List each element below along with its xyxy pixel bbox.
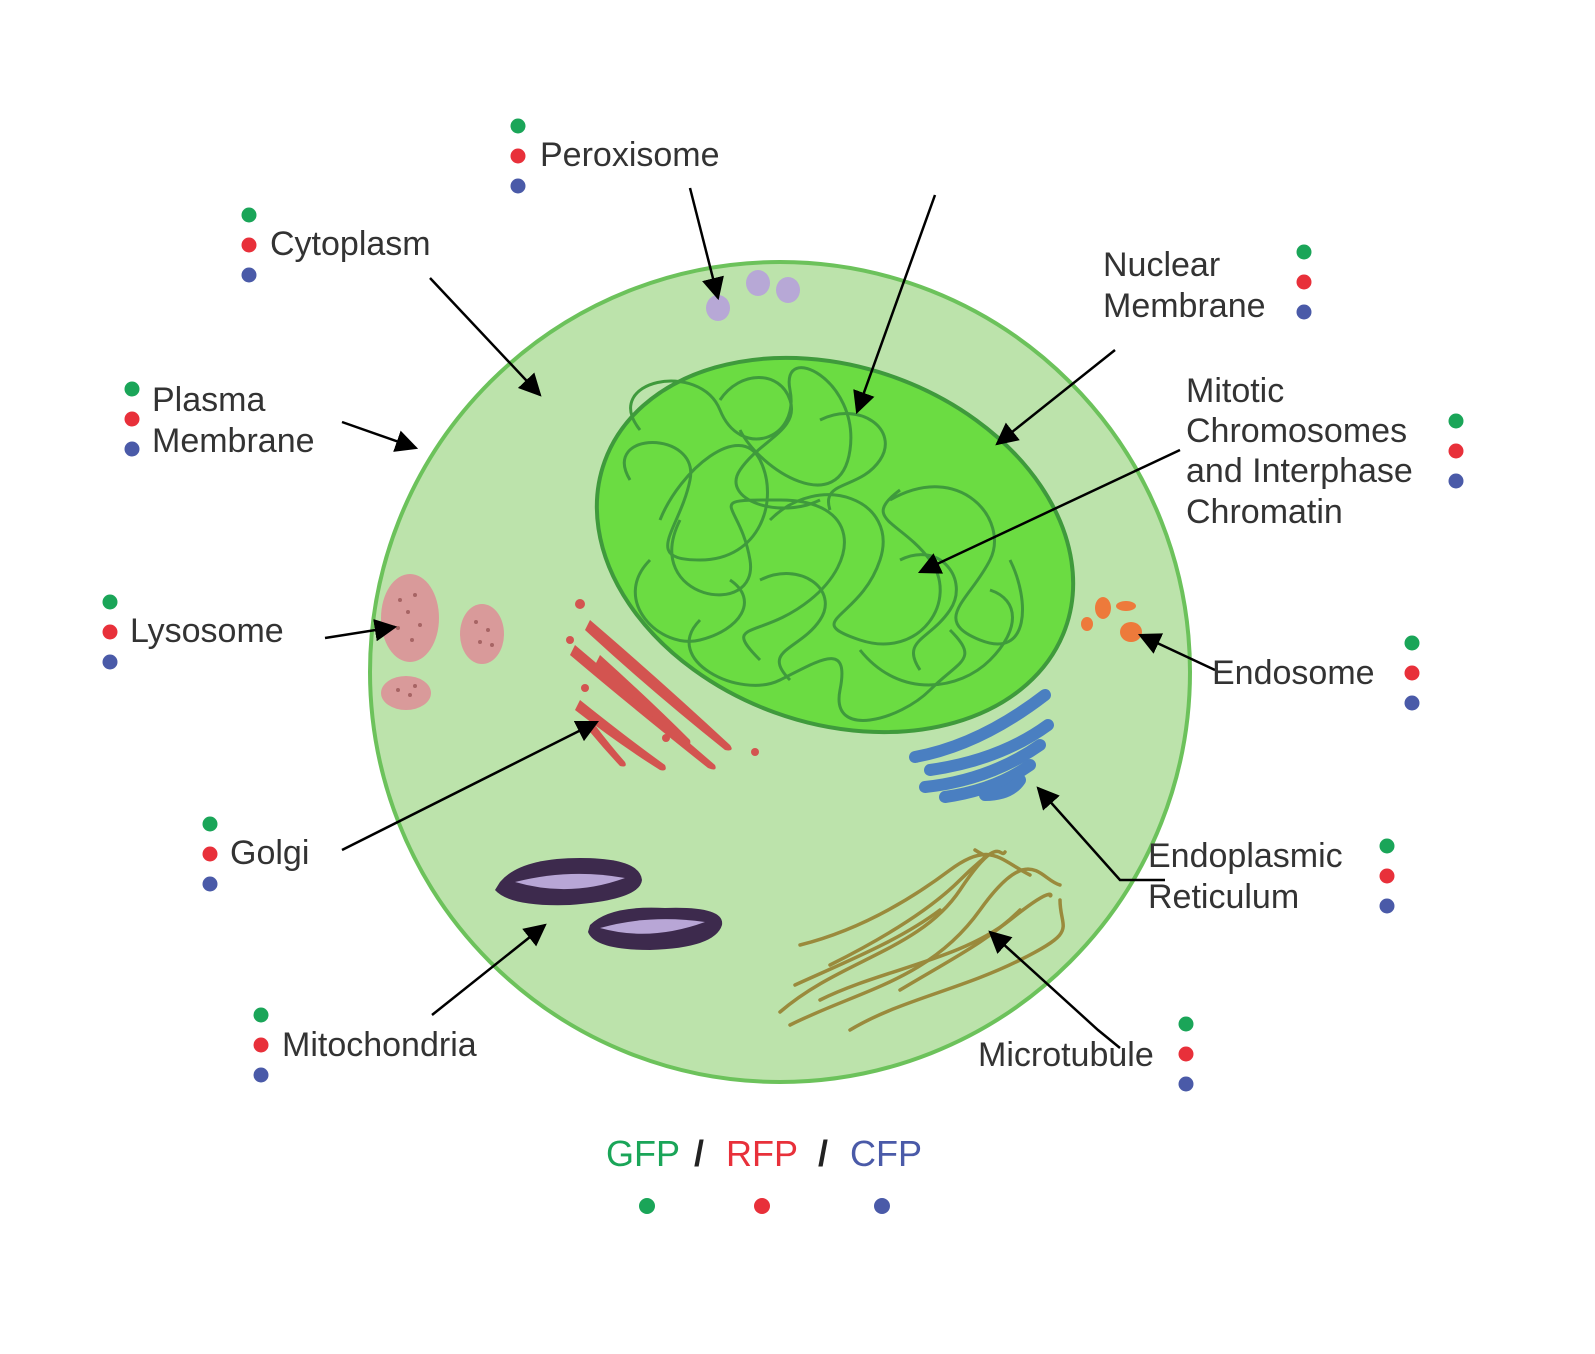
label-er-2: Reticulum bbox=[1148, 878, 1299, 916]
golgi bbox=[566, 599, 759, 771]
label-microtubule: Microtubule bbox=[978, 1036, 1154, 1074]
arrow-nuclear-membrane bbox=[995, 349, 1116, 446]
marker-dot-golgi-gfp bbox=[202, 816, 218, 832]
arrow-er bbox=[1036, 786, 1165, 882]
arrow-microtubule bbox=[988, 930, 1121, 1049]
label-mitochondria: Mitochondria bbox=[282, 1026, 477, 1064]
marker-dot-cytoplasm-cfp bbox=[241, 267, 257, 283]
label-golgi: Golgi bbox=[230, 834, 309, 872]
legend-gfp: GFP bbox=[606, 1133, 680, 1174]
legend-rfp: RFP bbox=[726, 1133, 798, 1174]
arrows bbox=[324, 187, 1216, 1049]
marker-dot-chromatin-rfp bbox=[1448, 443, 1464, 459]
arrow-peroxisome bbox=[688, 187, 724, 301]
legend-dot-rfp bbox=[754, 1198, 770, 1214]
marker-dot-chromatin-cfp bbox=[1448, 473, 1464, 489]
marker-dot-lysosome-gfp bbox=[102, 594, 118, 610]
lysosomes bbox=[381, 574, 504, 710]
legend: GFP / RFP / CFP bbox=[606, 1133, 922, 1214]
microtubules bbox=[778, 848, 1065, 1032]
marker-dot-nuclear-membrane-cfp bbox=[1296, 304, 1312, 320]
marker-dot-peroxisome-rfp bbox=[510, 148, 526, 164]
label-plasma-membrane-1: Plasma bbox=[152, 381, 265, 419]
label-er-1: Endoplasmic bbox=[1148, 837, 1343, 875]
marker-dot-lysosome-rfp bbox=[102, 624, 118, 640]
fluorescent-marker-dots bbox=[102, 118, 1464, 1092]
legend-dot-gfp bbox=[639, 1198, 655, 1214]
endosomes bbox=[1081, 597, 1142, 642]
marker-dot-plasma-membrane-rfp bbox=[124, 411, 140, 427]
label-nuclear-membrane-2: Membrane bbox=[1103, 287, 1266, 325]
mitochondria bbox=[495, 858, 723, 950]
legend-dot-cfp bbox=[874, 1198, 890, 1214]
arrow-golgi bbox=[341, 720, 600, 852]
arrow-plasma-membrane bbox=[341, 420, 419, 452]
marker-dot-mitochondria-gfp bbox=[253, 1007, 269, 1023]
peroxisome-2 bbox=[746, 270, 770, 296]
marker-dot-plasma-membrane-cfp bbox=[124, 441, 140, 457]
marker-dot-endosome-gfp bbox=[1404, 635, 1420, 651]
marker-dot-mitochondria-cfp bbox=[253, 1067, 269, 1083]
label-chromatin-1: Mitotic bbox=[1186, 372, 1284, 410]
arrow-mitochondria bbox=[431, 923, 547, 1016]
peroxisome-1 bbox=[706, 295, 730, 321]
marker-dot-er-rfp bbox=[1379, 868, 1395, 884]
marker-dot-plasma-membrane-gfp bbox=[124, 381, 140, 397]
marker-dot-lysosome-cfp bbox=[102, 654, 118, 670]
marker-dot-microtubule-rfp bbox=[1178, 1046, 1194, 1062]
marker-dot-nuclear-membrane-rfp bbox=[1296, 274, 1312, 290]
endoplasmic-reticulum bbox=[909, 689, 1054, 803]
marker-dot-golgi-rfp bbox=[202, 846, 218, 862]
label-nuclear-membrane-1: Nuclear bbox=[1103, 246, 1220, 284]
legend-separator-1: / bbox=[694, 1133, 704, 1174]
label-cytoplasm: Cytoplasm bbox=[270, 225, 431, 263]
marker-dot-mitochondria-rfp bbox=[253, 1037, 269, 1053]
marker-dot-golgi-cfp bbox=[202, 876, 218, 892]
peroxisome-3 bbox=[776, 277, 800, 303]
marker-dot-er-cfp bbox=[1379, 898, 1395, 914]
label-plasma-membrane-2: Membrane bbox=[152, 422, 315, 460]
marker-dot-nuclear-membrane-gfp bbox=[1296, 244, 1312, 260]
label-chromatin-3: and Interphase bbox=[1186, 452, 1413, 490]
marker-dot-cytoplasm-gfp bbox=[241, 207, 257, 223]
legend-cfp: CFP bbox=[850, 1133, 922, 1174]
label-endosome: Endosome bbox=[1212, 654, 1375, 692]
label-lysosome: Lysosome bbox=[130, 612, 284, 650]
marker-dot-peroxisome-gfp bbox=[510, 118, 526, 134]
arrow-lysosome bbox=[324, 619, 398, 642]
label-peroxisome: Peroxisome bbox=[540, 136, 720, 174]
marker-dot-cytoplasm-rfp bbox=[241, 237, 257, 253]
marker-dot-chromatin-gfp bbox=[1448, 413, 1464, 429]
label-chromatin-4: Chromatin bbox=[1186, 493, 1343, 531]
marker-dot-peroxisome-cfp bbox=[510, 178, 526, 194]
arrow-cytoplasm bbox=[429, 277, 542, 397]
chromatin bbox=[622, 366, 1024, 722]
label-chromatin-2: Chromosomes bbox=[1186, 412, 1407, 450]
marker-dot-microtubule-cfp bbox=[1178, 1076, 1194, 1092]
arrow-nucleus bbox=[853, 194, 937, 415]
marker-dot-er-gfp bbox=[1379, 838, 1395, 854]
marker-dot-microtubule-gfp bbox=[1178, 1016, 1194, 1032]
arrow-endosome bbox=[1137, 633, 1216, 672]
marker-dot-endosome-rfp bbox=[1404, 665, 1420, 681]
legend-separator-2: / bbox=[818, 1133, 828, 1174]
arrow-chromatin bbox=[917, 448, 1181, 574]
marker-dot-endosome-cfp bbox=[1404, 695, 1420, 711]
